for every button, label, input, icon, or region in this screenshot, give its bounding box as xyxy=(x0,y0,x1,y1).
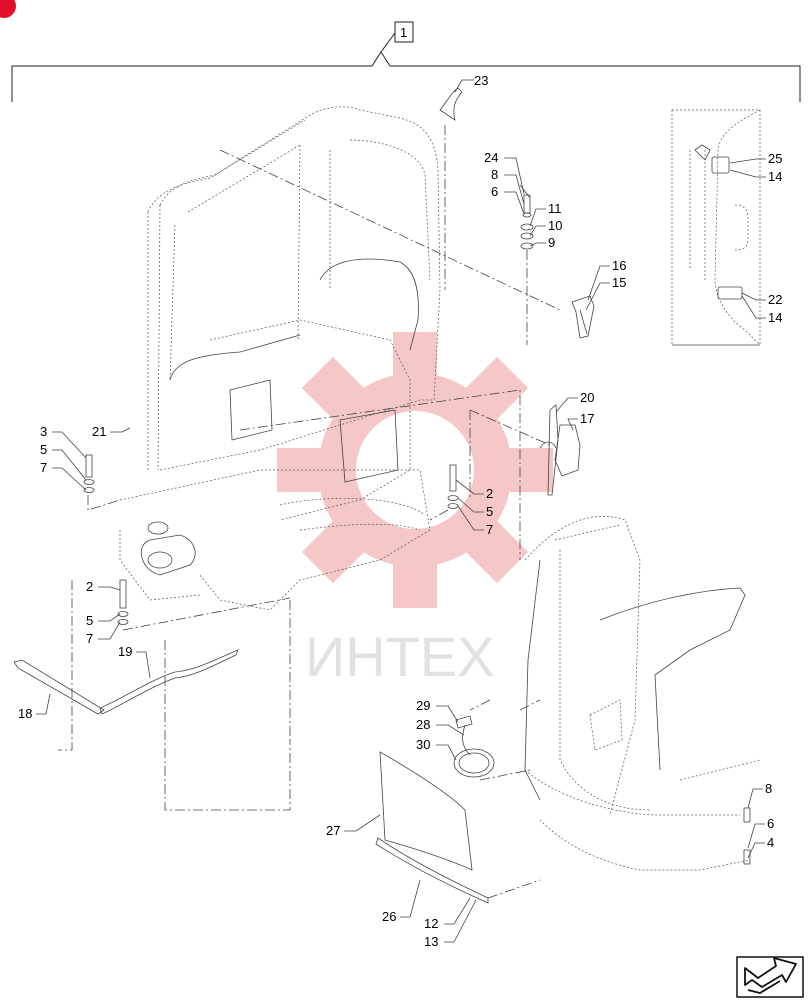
callout-23: 23 xyxy=(474,73,488,88)
callout-7-left: 7 xyxy=(40,460,47,475)
corner-accent-mark xyxy=(0,0,16,18)
callout-27: 27 xyxy=(326,823,340,838)
callout-15: 15 xyxy=(612,275,626,290)
detail-part-25 xyxy=(711,156,730,174)
next-page-button[interactable] xyxy=(736,956,804,998)
callout-8-right: 8 xyxy=(765,781,772,796)
rear-mirror xyxy=(539,404,581,496)
assembly-lines xyxy=(58,125,561,899)
callout-10: 10 xyxy=(548,218,562,233)
seal-strips xyxy=(13,649,239,715)
callout-9: 9 xyxy=(548,235,555,250)
callout-5-left: 5 xyxy=(40,442,47,457)
grab-handle xyxy=(571,295,595,339)
callout-13: 13 xyxy=(424,934,438,949)
callout-14-top: 14 xyxy=(768,169,782,184)
callout-18: 18 xyxy=(18,706,32,721)
counterweight-cover xyxy=(524,516,761,871)
callout-leaders xyxy=(36,79,766,943)
callout-2-lower: 2 xyxy=(86,579,93,594)
callout-19: 19 xyxy=(118,644,132,659)
callout-17: 17 xyxy=(580,411,594,426)
callout-4: 4 xyxy=(767,835,774,850)
callout-5-mid: 5 xyxy=(486,504,493,519)
callout-2-mid: 2 xyxy=(486,486,493,501)
callout-21: 21 xyxy=(92,424,106,439)
callout-24: 24 xyxy=(484,150,498,165)
side-mirror xyxy=(453,715,495,778)
callout-28: 28 xyxy=(416,717,430,732)
callout-25: 25 xyxy=(768,151,782,166)
callout-30: 30 xyxy=(416,737,430,752)
callout-5-lower: 5 xyxy=(86,613,93,628)
callout-29: 29 xyxy=(416,698,430,713)
callout-14-bottom: 14 xyxy=(768,310,782,325)
callout-16: 16 xyxy=(612,258,626,273)
fastener-stack-mid xyxy=(447,464,459,509)
cab-frame xyxy=(119,106,441,611)
fastener-stack-top xyxy=(519,184,534,345)
callout-7-mid: 7 xyxy=(486,522,493,537)
detail-inset xyxy=(671,109,761,346)
fastener-stack-left xyxy=(83,454,95,493)
assembly-bracket: 1 xyxy=(11,21,801,102)
fastener-stack-lower xyxy=(117,579,129,625)
callout-12: 12 xyxy=(424,916,438,931)
callout-6: 6 xyxy=(491,184,498,199)
next-page-arrow-icon xyxy=(744,957,797,994)
callout-labels: 23 24 8 6 11 10 9 16 15 20 17 25 14 22 1… xyxy=(18,73,782,949)
callout-11: 11 xyxy=(548,201,562,216)
callout-7-lower: 7 xyxy=(86,631,93,646)
callout-26: 26 xyxy=(382,909,396,924)
callout-8: 8 xyxy=(491,167,498,182)
fastener-right xyxy=(743,807,751,865)
assembly-label: 1 xyxy=(400,25,407,40)
door-panel xyxy=(375,751,489,904)
callout-22: 22 xyxy=(768,292,782,307)
watermark: ИНТЕХ xyxy=(277,332,553,688)
detail-part-22 xyxy=(717,286,743,300)
callout-20: 20 xyxy=(580,390,594,405)
part-23-trim xyxy=(439,87,463,121)
assembly-label-box xyxy=(394,21,414,43)
callout-3: 3 xyxy=(40,424,47,439)
callout-6-right: 6 xyxy=(767,816,774,831)
watermark-text: ИНТЕХ xyxy=(305,625,495,688)
